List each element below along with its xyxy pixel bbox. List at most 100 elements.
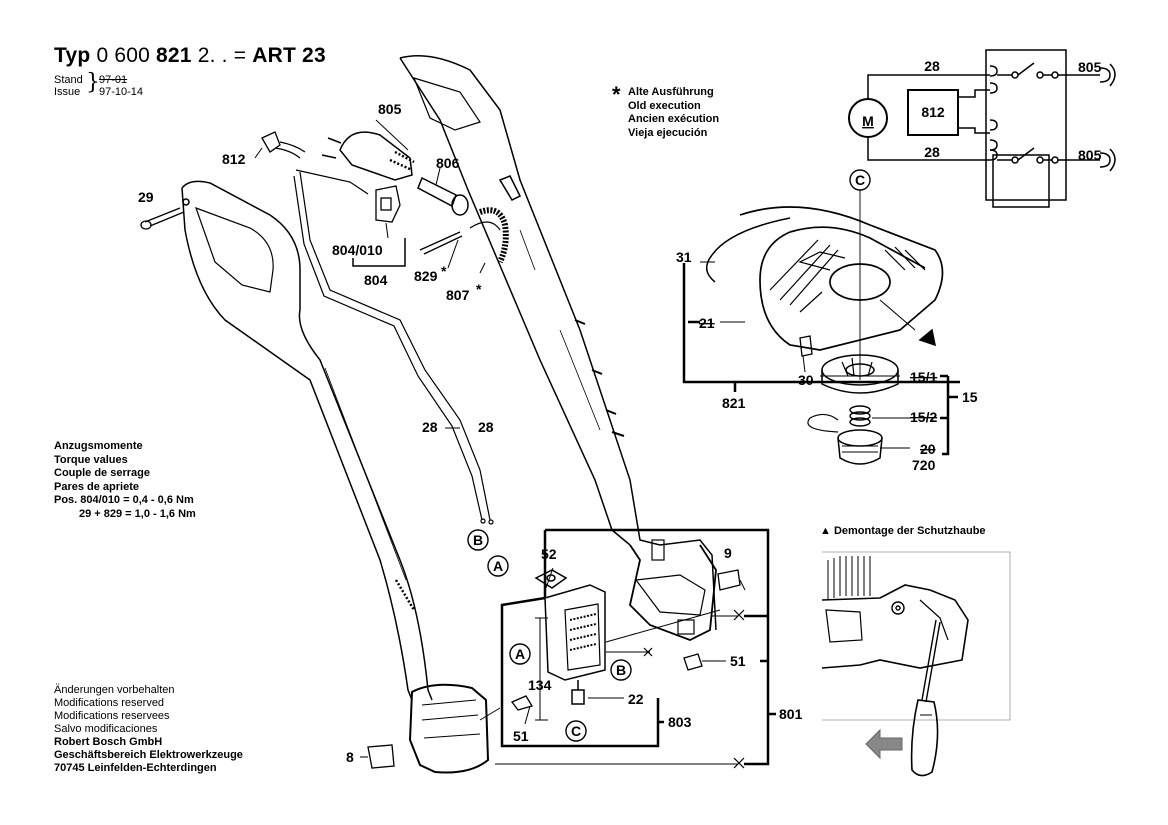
footer-line: Salvo modificaciones xyxy=(54,723,158,735)
screw-29 xyxy=(140,207,185,230)
callout-a-label: A xyxy=(493,558,503,574)
part-28-b: 28 xyxy=(478,419,494,435)
box-812-label: 812 xyxy=(921,104,945,120)
part-30: 30 xyxy=(798,372,814,388)
part-720: 720 xyxy=(912,457,936,473)
star-icon: * xyxy=(476,281,482,297)
star-icon: * xyxy=(441,263,447,279)
part-807: 807 xyxy=(446,287,470,303)
typ-bold: 821 xyxy=(156,44,192,67)
part-52: 52 xyxy=(541,546,557,562)
motor-label: M xyxy=(862,113,874,129)
part-15-1: 15/1 xyxy=(910,369,937,385)
part-812: 812 xyxy=(222,151,246,167)
handle-tube xyxy=(181,180,433,701)
part-804: 804 xyxy=(364,272,388,288)
wire-bottom-label: 28 xyxy=(924,144,940,160)
part-9-pad xyxy=(717,569,741,591)
part-805: 805 xyxy=(378,101,402,117)
part-21: 21 xyxy=(699,315,715,331)
cross-marks xyxy=(643,609,745,769)
legend-line: Ancien exécution xyxy=(628,113,720,125)
housing-shaft xyxy=(399,55,717,631)
switch-housing-neck xyxy=(992,154,1050,208)
part-9: 9 xyxy=(724,545,732,561)
brace-icon: } xyxy=(86,70,100,95)
component-box-812 xyxy=(907,89,959,136)
callout-b-motor xyxy=(610,659,632,681)
wire-top xyxy=(867,74,990,100)
switch-housing-outline xyxy=(985,49,1067,201)
part-806: 806 xyxy=(436,155,460,171)
callout-c-label: C xyxy=(855,172,865,188)
motor-housing xyxy=(629,539,717,641)
company-address: 70745 Leinfelden-Echterdingen xyxy=(54,762,217,774)
motor-icon xyxy=(848,98,888,138)
part-51-grommet xyxy=(683,653,703,671)
callout-b-wire xyxy=(467,529,489,551)
part-8-label xyxy=(367,744,395,769)
page-title: Typ 0 600 821 2. . = ART 23 xyxy=(54,44,326,68)
legend-old-execution: Alte Ausführung Old execution Ancien exé… xyxy=(628,86,719,140)
typ-suffix: 2. . = xyxy=(197,44,247,67)
part-29: 29 xyxy=(138,189,154,205)
torque-values: Anzugsmomente Torque values Couple de se… xyxy=(54,440,196,521)
part-8: 8 xyxy=(346,749,354,765)
part-22: 22 xyxy=(628,691,644,707)
callout-b-label: B xyxy=(616,662,626,678)
part-51-b: 51 xyxy=(513,728,529,744)
mains-plug-805 xyxy=(321,131,415,181)
cable-clip-812 xyxy=(261,131,306,159)
art-number: ART 23 xyxy=(252,44,326,67)
typ-label: Typ xyxy=(54,44,91,67)
hood-pointer-line xyxy=(879,299,916,331)
issue-label: Issue xyxy=(54,86,81,98)
footer-line: Modifications reserved xyxy=(54,697,165,709)
cable-clamp-804 xyxy=(375,185,401,223)
part-31: 31 xyxy=(676,249,692,265)
stand-label: Stand xyxy=(54,74,83,86)
callout-c-label: C xyxy=(571,723,581,739)
torque-line: Couple de serrage xyxy=(54,467,150,479)
spring-15-2 xyxy=(849,405,871,427)
guard-hood xyxy=(706,206,944,351)
plug-top-label: 805 xyxy=(1078,59,1102,75)
callout-c-motor xyxy=(565,720,587,742)
screw-829 xyxy=(419,231,463,255)
callout-a-wire xyxy=(487,555,509,577)
part-15-2: 15/2 xyxy=(910,409,937,425)
callout-b-label: B xyxy=(473,532,483,548)
part-801: 801 xyxy=(779,706,803,722)
triangle-icon: ▲ xyxy=(820,525,831,537)
callout-a-motor xyxy=(509,643,531,665)
torque-line: Anzugsmomente xyxy=(54,440,143,452)
part-821: 821 xyxy=(722,395,746,411)
part-30-clip xyxy=(799,335,813,357)
wire-top-label: 28 xyxy=(924,58,940,74)
typ-number: 0 600 xyxy=(96,44,150,67)
part-829: 829 xyxy=(414,268,438,284)
callout-c-top xyxy=(849,169,871,191)
callout-a-label: A xyxy=(515,646,525,662)
legend-line: Old execution xyxy=(628,99,701,112)
demontage-illustration xyxy=(821,551,1011,777)
torque-spec-2: 29 + 829 = 1,0 - 1,6 Nm xyxy=(79,507,196,520)
footer-line: Änderungen vorbehalten xyxy=(54,684,175,696)
internal-wires-28 xyxy=(293,169,494,525)
torque-line: Pares de apriete xyxy=(54,480,139,493)
part-804-010: 804/010 xyxy=(332,242,383,258)
cable-sleeve-806 xyxy=(417,176,469,216)
leader-lines-top xyxy=(254,119,486,429)
wire-bottom xyxy=(867,138,990,161)
hood-triangle-marker xyxy=(918,328,936,347)
dimension-134-label: 134 xyxy=(528,677,552,693)
cable-807-inner xyxy=(469,221,501,231)
spool-cap-20 xyxy=(807,413,883,465)
leader-lines-lower xyxy=(360,567,746,765)
company-division: Geschäftsbereich Elektrowerkzeuge xyxy=(54,749,243,761)
part-803: 803 xyxy=(668,714,692,730)
footer-notes: Änderungen vorbehalten Modifications res… xyxy=(54,684,243,775)
torque-spec-1: Pos. 804/010 = 0,4 - 0,6 Nm xyxy=(54,494,194,506)
legend-line: Vieja ejecución xyxy=(628,126,708,139)
